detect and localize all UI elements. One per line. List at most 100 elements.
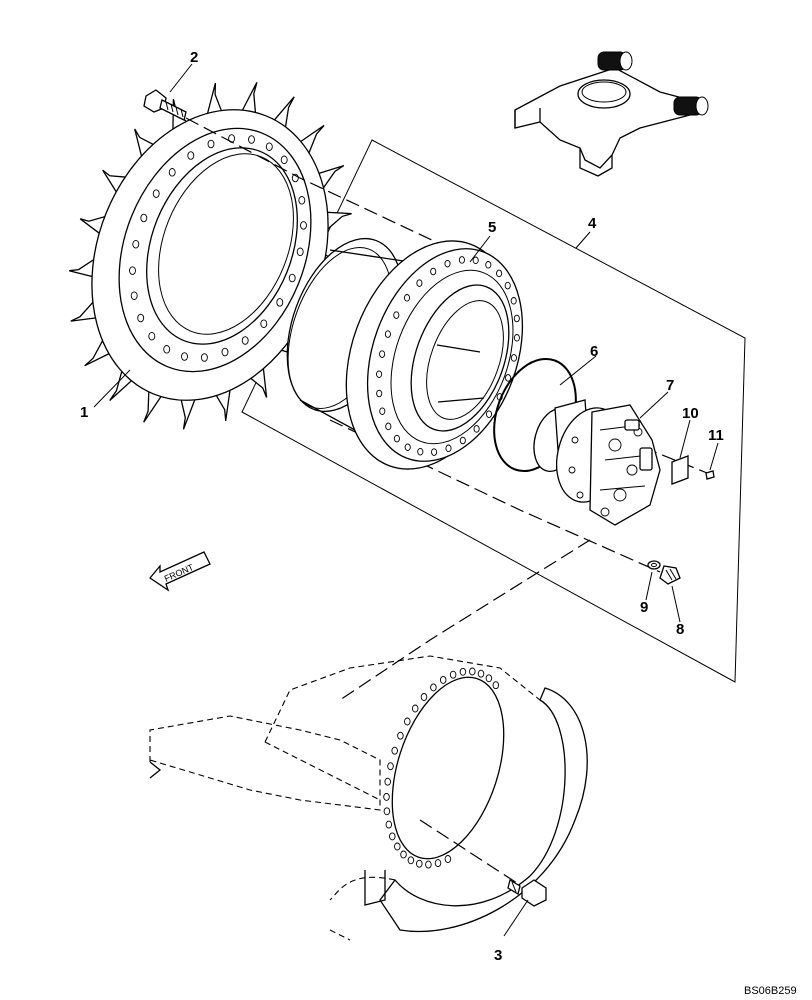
final-drive-housing — [286, 237, 524, 470]
rubber-stopper-right — [673, 96, 709, 116]
bolt-hole — [298, 196, 306, 205]
bolt-hole — [379, 407, 386, 415]
bolt-hole — [477, 669, 485, 678]
rubber-stopper-left — [597, 51, 633, 71]
flange-bolt — [419, 819, 547, 907]
bolt-hole — [379, 350, 386, 358]
bolt-hole — [383, 807, 391, 816]
bolt-hole — [444, 855, 452, 863]
bolt-hole — [417, 447, 424, 456]
plate-screw — [705, 470, 715, 480]
bolt-hole — [276, 298, 284, 307]
bolt-hole — [300, 221, 307, 230]
frame-bracket-inset — [514, 51, 709, 177]
bolt-hole — [288, 273, 296, 283]
bolt-hole — [505, 374, 512, 382]
callout-11: 11 — [708, 427, 724, 444]
bolt-hole — [148, 331, 156, 341]
bolt-hole — [420, 693, 428, 701]
bolt-hole — [510, 354, 517, 362]
sprocket — [69, 82, 352, 430]
bolt-hole — [248, 135, 255, 144]
bolt-hole — [130, 291, 138, 300]
bolt-hole — [416, 859, 423, 868]
bolt-hole — [403, 294, 411, 302]
bolt-hole — [296, 247, 304, 257]
bolt-hole — [385, 422, 392, 431]
callout-1: 1 — [80, 404, 88, 421]
callout-9: 9 — [640, 599, 648, 616]
bolt-hole — [439, 675, 447, 684]
bolt-hole — [383, 792, 390, 801]
bolt-hole — [376, 389, 383, 398]
callout-7: 7 — [666, 377, 674, 394]
bolt-hole — [181, 352, 188, 361]
bolt-hole — [416, 279, 423, 287]
bolt-hole — [393, 311, 400, 319]
bolt-hole — [187, 151, 195, 160]
bolt-hole — [485, 410, 493, 418]
bolt-hole — [449, 670, 457, 679]
drawing-code: BS06B259 — [744, 985, 797, 997]
bolt-hole — [385, 820, 393, 829]
bolt-hole — [407, 856, 415, 865]
bolt-hole — [404, 717, 411, 726]
alignment-line-upper — [185, 117, 471, 259]
leader-lines — [93, 63, 719, 937]
bolt-hole — [280, 155, 288, 165]
bolt-hole — [384, 330, 391, 338]
bolt-hole — [485, 674, 493, 683]
bolt-hole — [137, 313, 145, 323]
bolt-hole — [152, 189, 160, 198]
bolt-hole — [394, 842, 401, 851]
callout-10: 10 — [682, 405, 699, 422]
bolt-hole — [404, 443, 411, 451]
bolt-hole — [431, 448, 438, 456]
front-arrow: FRONT — [149, 551, 211, 592]
bolt-hole — [445, 444, 452, 453]
bolt-hole — [393, 434, 400, 443]
bolt-hole — [504, 281, 511, 290]
bolt-hole — [389, 832, 396, 841]
bolt-hole — [469, 667, 476, 676]
bolt-hole — [513, 334, 520, 342]
bolt-hole — [400, 850, 407, 859]
callout-3: 3 — [494, 947, 502, 964]
bolt-hole — [200, 353, 208, 362]
bolt-hole — [387, 762, 394, 771]
bolt-hole — [513, 314, 520, 323]
bolt-hole — [444, 259, 451, 268]
bolt-hole — [510, 297, 517, 305]
bolt-hole — [384, 777, 391, 786]
callout-4: 4 — [588, 215, 597, 232]
bolt-hole — [411, 704, 419, 713]
sprocket-tooth — [324, 211, 352, 233]
cover-plate — [671, 455, 689, 485]
bolt-hole — [241, 336, 249, 345]
bolt-hole — [430, 267, 437, 276]
bolt-hole — [207, 139, 215, 149]
bolt-hole — [430, 683, 437, 692]
bolt-hole — [163, 345, 171, 354]
bolt-hole — [459, 436, 466, 445]
bolt-hole — [496, 269, 503, 278]
sprocket-bolt — [143, 89, 187, 121]
bolt-hole — [485, 261, 492, 269]
bolt-hole — [265, 142, 273, 151]
callout-2: 2 — [190, 49, 198, 66]
bolt-hole — [140, 213, 148, 223]
sprocket-tooth — [179, 396, 197, 430]
callout-6: 6 — [590, 343, 598, 360]
bolt-hole — [168, 168, 176, 177]
alignment-line-front — [339, 539, 591, 701]
alignment-line-motor — [624, 439, 713, 476]
bolt-hole — [458, 256, 465, 264]
bolt-hole — [391, 746, 398, 755]
bolt-hole — [459, 667, 467, 676]
callout-8: 8 — [676, 621, 684, 638]
motor-bolt — [659, 565, 681, 585]
washer — [647, 560, 661, 570]
track-frame-inset — [149, 655, 588, 941]
bolt-hole — [221, 347, 229, 357]
